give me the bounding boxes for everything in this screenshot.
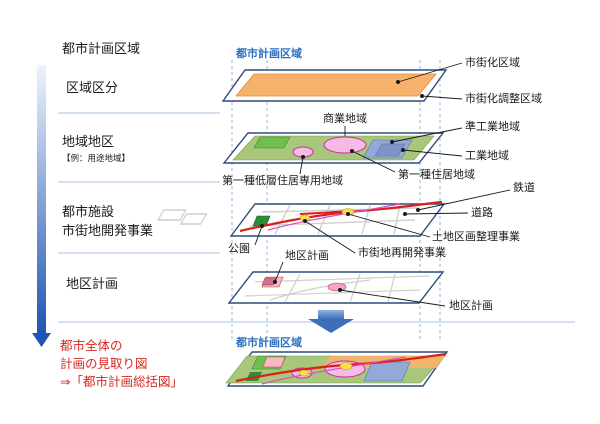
category-kuiki-label: 区域区分 [66, 81, 118, 96]
callout-dots [260, 80, 424, 292]
callout-leaders [254, 62, 511, 307]
layer-sokatsu [225, 351, 449, 387]
conclusion-line-2: 計画の見取り図 [60, 356, 148, 371]
callout-saikaihatsu: 市街地再開発事業 [358, 245, 446, 259]
layer-chiiki [222, 132, 445, 164]
category-shisetsu-label-1: 都市施設 [62, 204, 114, 220]
category-chiku-label: 地区計画 [66, 276, 118, 292]
callout-kogyo: 工業地域 [465, 149, 509, 162]
callout-koen: 公園 [228, 242, 250, 255]
layer-chiku [227, 271, 445, 304]
callout-tetsudo: 鉄道 [513, 180, 535, 194]
stack-top-label: 都市計画区域 [235, 46, 302, 60]
callout-shigaika: 市街化区域 [465, 55, 520, 69]
flow-arrow [32, 65, 51, 347]
layer-shisetsu [156, 200, 446, 237]
callout-chiku-keikaku-2: 地区計画 [449, 298, 493, 312]
category-chiiki-label: 地域地区 [62, 135, 114, 150]
conclusion-line-1: 都市全体の [60, 338, 123, 353]
dashed-guides [231, 60, 441, 340]
callout-shogyo: 商業地域 [323, 111, 367, 125]
category-chiiki-sub: 【例：用途地域】 [62, 153, 130, 164]
callout-tei-so: 第一種低層住居専用地域 [222, 173, 343, 187]
conclusion-line-3: ⇒「都市計画総括図」 [60, 374, 183, 389]
layer-kuiki [221, 69, 448, 102]
callout-chosei: 市街化調整区域 [465, 91, 542, 105]
callout-chiku-keikaku-1: 地区計画 [285, 248, 329, 262]
down-arrow-icon [308, 310, 354, 333]
left-title: 都市計画区域 [62, 41, 140, 57]
callout-ichi-ju: 第一種住居地域 [398, 167, 475, 181]
stack-bottom-label: 都市計画区域 [235, 335, 302, 349]
callout-jun-kogyo: 準工業地域 [465, 119, 520, 133]
callout-doro: 道路 [471, 205, 493, 219]
category-shisetsu-label-2: 市街地開発事業 [62, 223, 153, 239]
callout-kukaku: 土地区画整理事業 [432, 229, 520, 243]
